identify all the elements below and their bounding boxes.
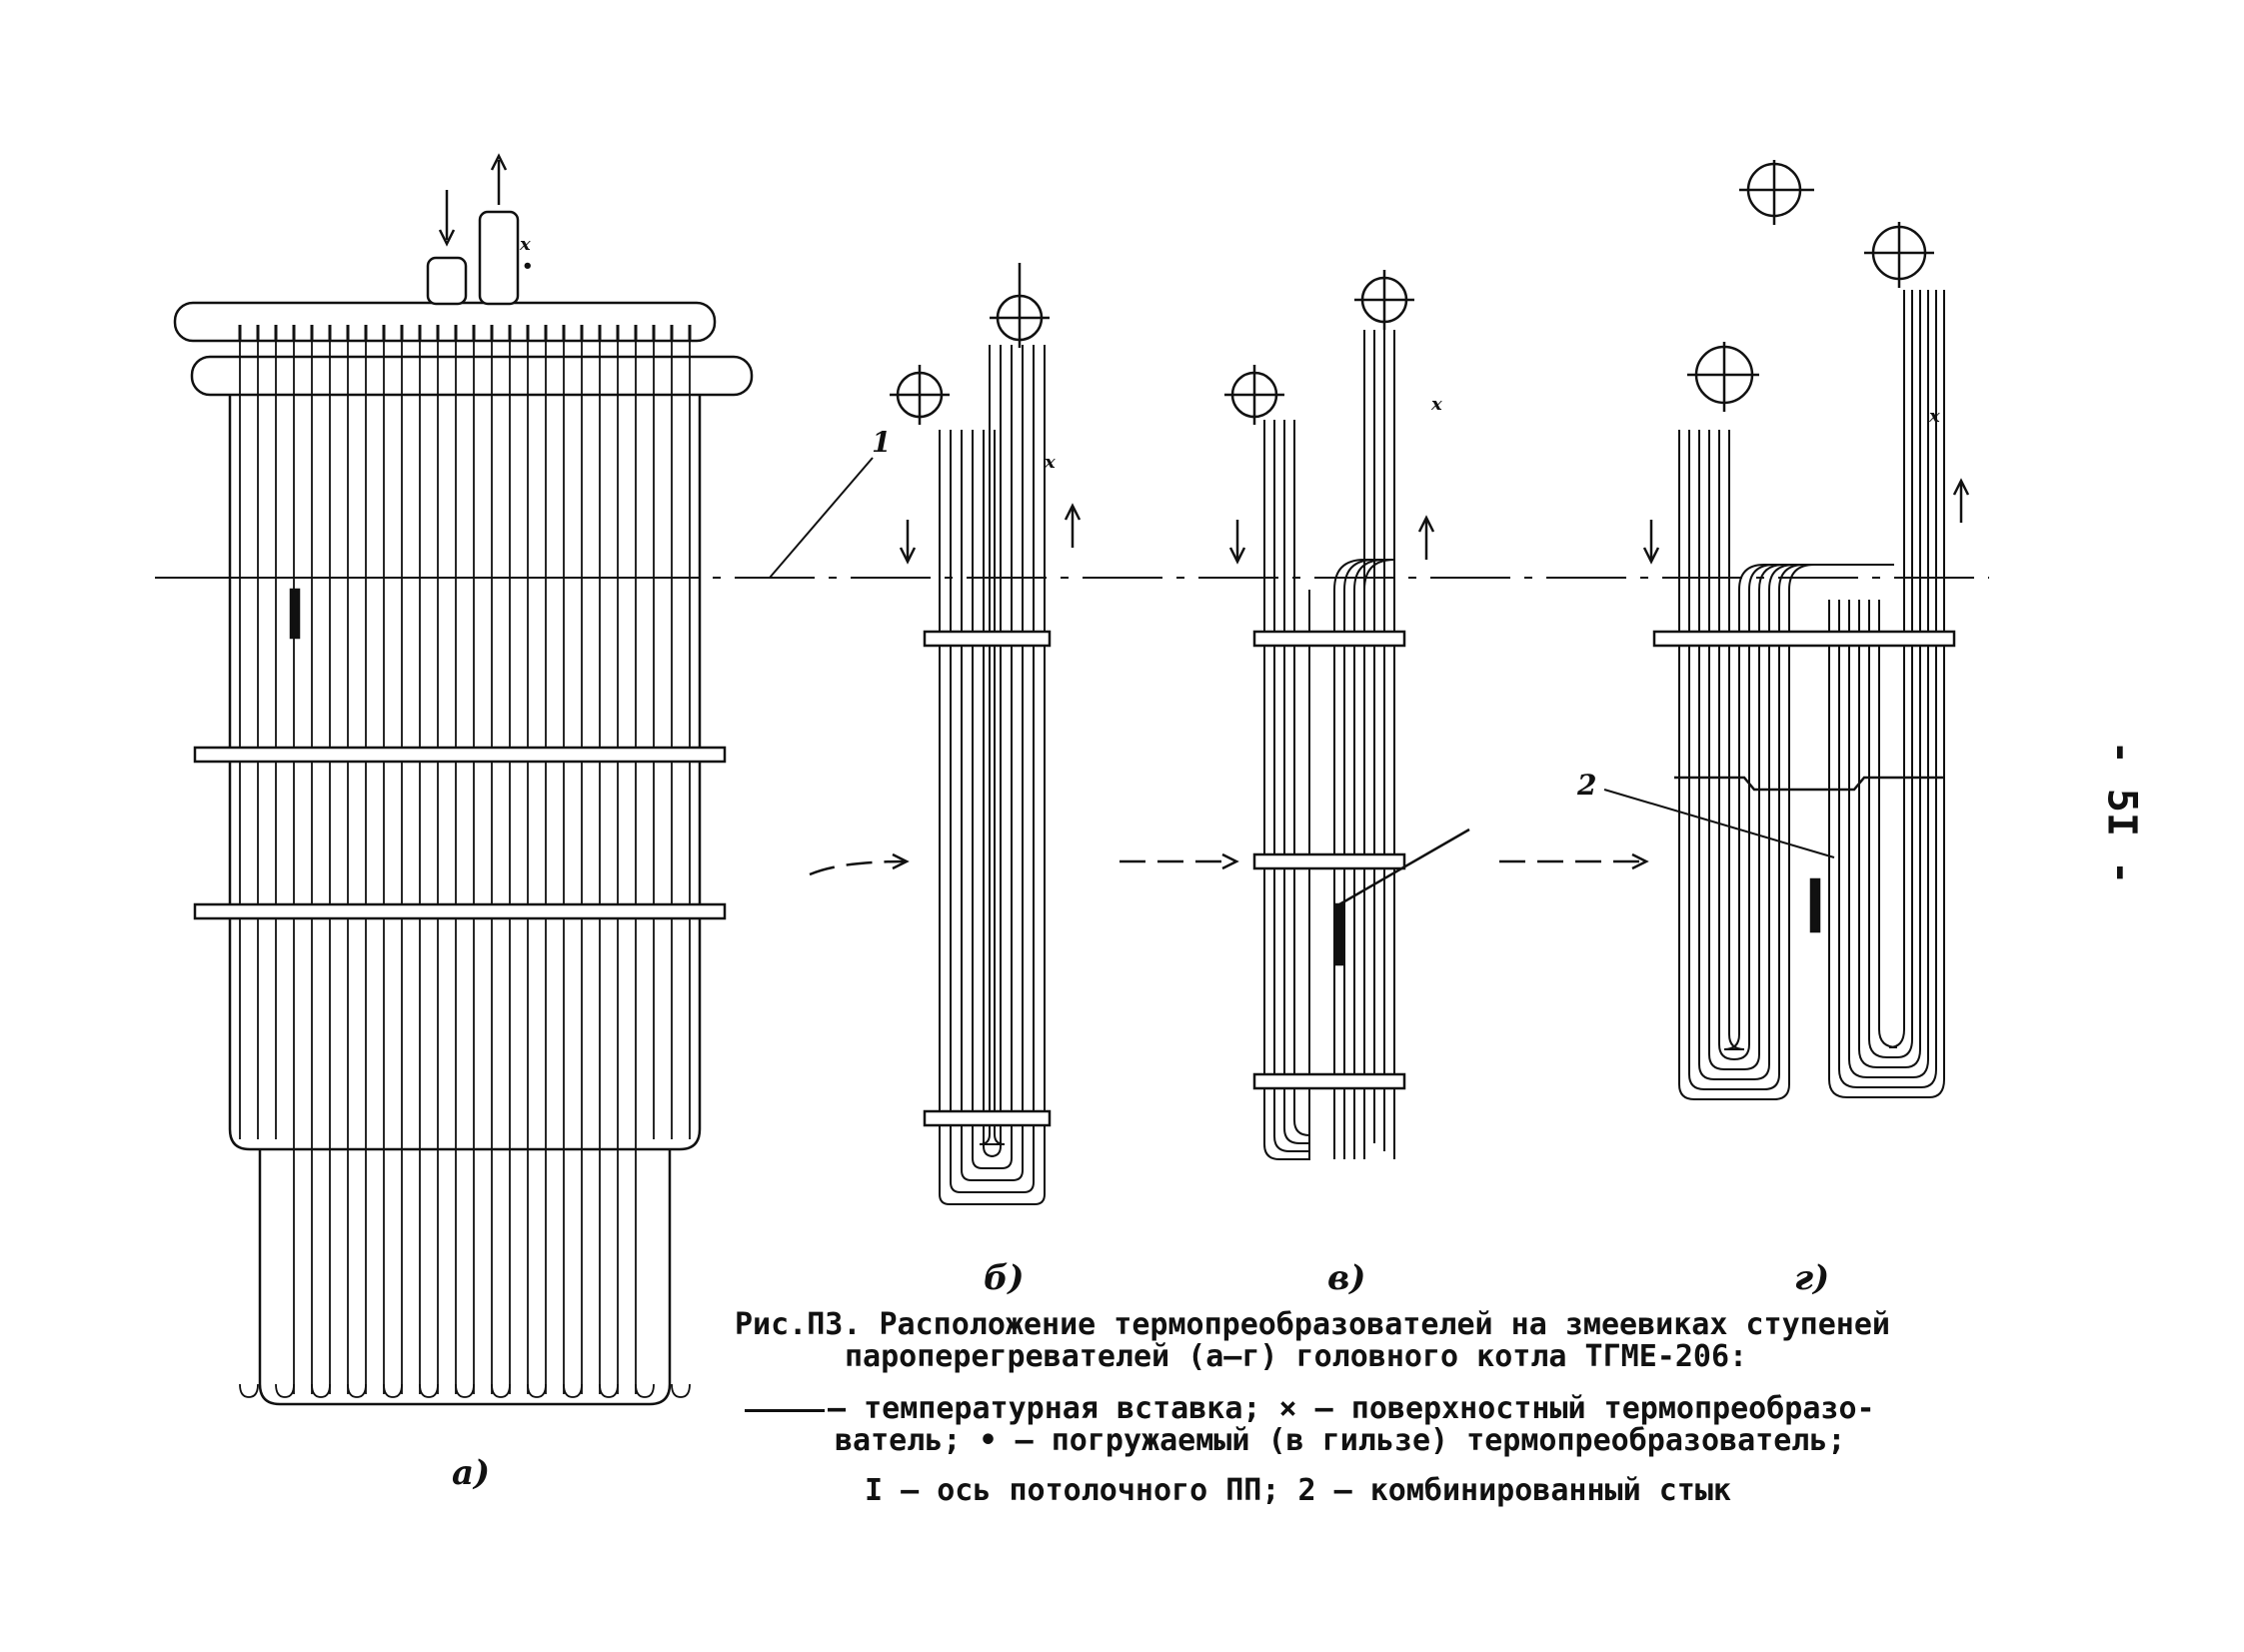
header-g-1 bbox=[1739, 160, 1814, 225]
panel-b-coil bbox=[890, 263, 1082, 1205]
callout-1: 1 bbox=[872, 426, 891, 459]
tube-bundle-b bbox=[939, 345, 1046, 1205]
surface-sensor-mark: x bbox=[1430, 394, 1442, 415]
panel-a-coil-bank bbox=[155, 153, 754, 1406]
coil-loop bbox=[1698, 430, 1878, 1080]
upper-header bbox=[173, 301, 717, 343]
coil-loop bbox=[1828, 290, 1945, 1098]
callout-2-leader bbox=[1603, 789, 1835, 858]
gas-flow-arrows bbox=[809, 852, 1649, 876]
surface-sensor-mark: x bbox=[1044, 452, 1056, 473]
coil-loop bbox=[1723, 430, 1854, 1050]
callout-1-leader bbox=[769, 457, 874, 579]
coil-loop bbox=[1718, 430, 1862, 1061]
coil-loop bbox=[1878, 290, 1905, 1048]
tube-bend bbox=[527, 1383, 547, 1398]
outlet-header-b bbox=[990, 263, 1050, 348]
tube-bend bbox=[419, 1383, 439, 1398]
header-g-2 bbox=[1864, 222, 1934, 288]
caption-line-2: пароперегревателей (а–г) головного котла… bbox=[845, 1339, 1748, 1374]
panel-label-g: г) bbox=[1794, 1258, 1829, 1298]
coil-loop bbox=[1688, 430, 1886, 1090]
coil-loop bbox=[950, 345, 1035, 1193]
spacer-bar bbox=[193, 902, 727, 920]
bundle-outline-upper bbox=[228, 395, 702, 1151]
caption-line-1: Рис.П3. Расположение термопреобразовател… bbox=[735, 1307, 1890, 1342]
tube-bend bbox=[383, 1383, 403, 1398]
header-g-3 bbox=[1687, 342, 1759, 412]
callout-2: 2 bbox=[1576, 769, 1596, 802]
tube-bend bbox=[671, 1383, 691, 1398]
tube-bend bbox=[491, 1383, 511, 1398]
tube-bend bbox=[563, 1383, 583, 1398]
tube-bundle-g bbox=[1678, 290, 1945, 1100]
page-number: - 5I - bbox=[2098, 740, 2145, 885]
panel-g-coil bbox=[1642, 160, 1970, 1100]
tube-bend bbox=[239, 1383, 259, 1398]
inlet-header-v bbox=[1224, 365, 1284, 425]
coil-loop bbox=[1868, 290, 1913, 1058]
tube-bend bbox=[635, 1383, 655, 1398]
surface-sensor-mark: x bbox=[1928, 406, 1940, 427]
coil-loop bbox=[972, 345, 1013, 1169]
inlet-pipe bbox=[426, 256, 468, 306]
coil-loop bbox=[1273, 420, 1310, 1152]
tube-bend bbox=[275, 1383, 295, 1398]
bundle-outline-lower bbox=[258, 1149, 672, 1406]
spacer-bar bbox=[193, 746, 727, 764]
tube-bundle-a bbox=[238, 325, 692, 1398]
tube-bend bbox=[347, 1383, 367, 1398]
coil-loop bbox=[1838, 290, 1937, 1088]
ceiling-axis bbox=[155, 457, 1989, 579]
coil-loop bbox=[1283, 420, 1310, 1144]
coil-loop bbox=[1858, 290, 1921, 1068]
coil-loop bbox=[1293, 420, 1310, 1137]
lower-header bbox=[190, 355, 754, 397]
tube-bend bbox=[311, 1383, 331, 1398]
coil-loop bbox=[983, 345, 1002, 1157]
surface-sensor-mark: x bbox=[519, 234, 531, 255]
inlet-header-b bbox=[890, 365, 950, 425]
outlet-header-v bbox=[1354, 270, 1414, 330]
coil-loop bbox=[961, 345, 1024, 1181]
caption-line-3: – температурная вставка; × – поверхностн… bbox=[828, 1391, 1875, 1426]
panel-v-coil bbox=[1224, 270, 1470, 1160]
coil-loop bbox=[979, 345, 1006, 1145]
coil-loop bbox=[1848, 290, 1929, 1078]
coil-loop bbox=[1263, 420, 1310, 1160]
tube-bend bbox=[599, 1383, 619, 1398]
tube-bend bbox=[455, 1383, 475, 1398]
coil-loop bbox=[1708, 430, 1870, 1070]
panel-label-a: а) bbox=[452, 1453, 490, 1493]
temperature-insert-symbol bbox=[745, 1409, 825, 1412]
panel-label-v: в) bbox=[1327, 1258, 1365, 1298]
caption-line-5: I – ось потолочного ПП; 2 – комбинирован… bbox=[865, 1473, 1731, 1508]
coil-loop bbox=[939, 345, 1046, 1205]
panel-label-b: б) bbox=[984, 1258, 1025, 1298]
tube-bundle-v bbox=[1263, 330, 1395, 1160]
outlet-pipe bbox=[478, 210, 520, 306]
immersed-sensor-mark: • bbox=[522, 256, 534, 277]
coil-loop bbox=[1678, 430, 1894, 1100]
caption-line-4: ватель; • – погружаемый (в гильзе) термо… bbox=[835, 1423, 1846, 1458]
